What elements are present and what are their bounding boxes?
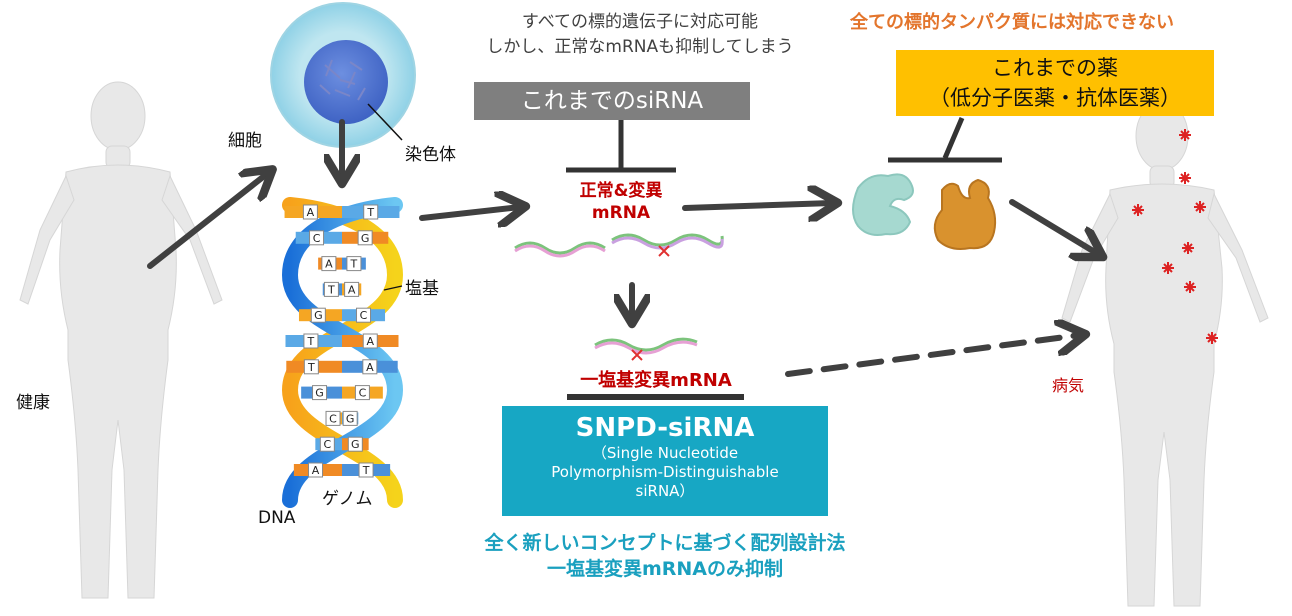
base-letter: T bbox=[327, 283, 335, 296]
base-letter: A bbox=[325, 258, 333, 271]
snp-mrna-label: 一塩基変異mRNA bbox=[580, 370, 732, 391]
base-letter-box bbox=[362, 359, 378, 375]
base-letter-box bbox=[321, 256, 337, 272]
label-healthy: 健康 bbox=[16, 393, 50, 413]
base-letter: C bbox=[329, 412, 337, 425]
label-genome: ゲノム bbox=[322, 489, 373, 509]
base-letter-box bbox=[325, 410, 341, 426]
mutation-cross-marks bbox=[631, 245, 670, 361]
base-letter: C bbox=[359, 387, 367, 400]
arrow-protein-to-disease bbox=[1009, 199, 1098, 254]
base-letter-box bbox=[357, 230, 373, 246]
snpd-sub1: （Single Nucleotide bbox=[591, 444, 739, 462]
snpd-sub2: Polymorphism-Distinguishable bbox=[551, 463, 779, 481]
normal-mutant-line2: mRNA bbox=[591, 203, 651, 223]
mrna-strands bbox=[514, 233, 724, 355]
base-letter-box bbox=[347, 436, 363, 452]
base-letter: C bbox=[313, 232, 321, 245]
old-drugs-inhibition bbox=[888, 117, 1002, 163]
bottom-note: 全く新しいコンセプトに基づく配列設計法 一塩基変異mRNAのみ抑制 bbox=[420, 530, 910, 582]
snpd-title: SNPD-siRNA bbox=[575, 413, 755, 443]
arrows bbox=[147, 119, 1098, 377]
normal-mutant-mrna-label: 正常&変異 mRNA bbox=[556, 180, 686, 224]
base-letter-box bbox=[363, 204, 379, 220]
inhibition-symbols bbox=[566, 117, 1002, 400]
base-letter-box bbox=[323, 281, 339, 297]
snpd-sirna-box: SNPD-siRNA （Single Nucleotide Polymorphi… bbox=[502, 406, 828, 516]
base-letter: T bbox=[350, 258, 358, 271]
base-letter: G bbox=[361, 232, 370, 245]
old-drugs-box: これまでの薬 （低分子医薬・抗体医薬） bbox=[896, 50, 1214, 116]
healthy-body-figure bbox=[19, 81, 223, 599]
base-letter-box bbox=[319, 436, 335, 452]
old-sirna-inhibition bbox=[566, 120, 676, 173]
old-sirna-box: これまでのsiRNA bbox=[474, 82, 750, 120]
base-letter: A bbox=[307, 206, 315, 219]
base-letter: A bbox=[366, 335, 374, 348]
right-note: 全ての標的タンパク質には対応できない bbox=[850, 12, 1174, 33]
top-note: すべての標的遺伝子に対応可能 しかし、正常なmRNAも抑制してしまう bbox=[430, 10, 850, 60]
arrow-body-to-cell bbox=[147, 173, 268, 269]
snpd-sub3: siRNA） bbox=[635, 482, 695, 500]
old-drugs-line1: これまでの薬 bbox=[992, 56, 1118, 80]
base-letter-box bbox=[362, 333, 378, 349]
base-letter-box bbox=[303, 359, 319, 375]
base-letter: T bbox=[362, 464, 370, 477]
base-letter: C bbox=[323, 438, 331, 451]
disease-marks bbox=[1132, 129, 1218, 344]
base-letter: A bbox=[366, 361, 374, 374]
top-note-line1: すべての標的遺伝子に対応可能 bbox=[521, 12, 759, 32]
arrow-dna-to-mrna bbox=[419, 207, 520, 218]
arrow-mrna-to-protein bbox=[682, 203, 832, 208]
base-letter-box bbox=[356, 307, 372, 323]
base-letter: A bbox=[348, 283, 356, 296]
base-letter: T bbox=[366, 206, 374, 219]
arrow-snp-mrna-to-disease-dashed bbox=[785, 335, 1080, 377]
dna-helix-illustration bbox=[281, 197, 404, 508]
protein-illustrations bbox=[852, 173, 997, 250]
base-letter-box bbox=[342, 410, 358, 426]
base-letter-box bbox=[310, 307, 326, 323]
top-note-line2: しかし、正常なmRNAも抑制してしまう bbox=[486, 37, 794, 57]
base-letter-box bbox=[309, 230, 325, 246]
base-letter-box bbox=[354, 385, 370, 401]
base-letter: G bbox=[315, 387, 324, 400]
base-letter: T bbox=[307, 335, 315, 348]
base-letter-box bbox=[346, 256, 362, 272]
base-letter-box bbox=[308, 462, 324, 478]
label-disease: 病気 bbox=[1052, 376, 1085, 395]
base-letter: G bbox=[346, 412, 355, 425]
label-dna: DNA bbox=[258, 508, 296, 528]
base-letter: G bbox=[314, 309, 323, 322]
bottom-note-line2: 一塩基変異mRNAのみ抑制 bbox=[546, 558, 784, 580]
base-letter: C bbox=[360, 309, 368, 322]
base-letter-box bbox=[302, 204, 318, 220]
normal-mutant-line1: 正常&変異 bbox=[579, 181, 663, 201]
bottom-note-line1: 全く新しいコンセプトに基づく配列設計法 bbox=[484, 532, 846, 554]
base-letter-box bbox=[312, 385, 328, 401]
disease-body-figure bbox=[1061, 101, 1269, 607]
base-letter-box bbox=[358, 462, 374, 478]
base-letter: T bbox=[307, 361, 315, 374]
old-drugs-line2: （低分子医薬・抗体医薬） bbox=[929, 86, 1181, 110]
base-letter: G bbox=[351, 438, 360, 451]
base-letter-box bbox=[303, 333, 319, 349]
label-cell: 細胞 bbox=[228, 131, 262, 151]
label-chromosome: 染色体 bbox=[405, 145, 456, 165]
label-base: 塩基 bbox=[405, 279, 439, 299]
base-letter: A bbox=[312, 464, 320, 477]
base-letter-box bbox=[344, 281, 360, 297]
